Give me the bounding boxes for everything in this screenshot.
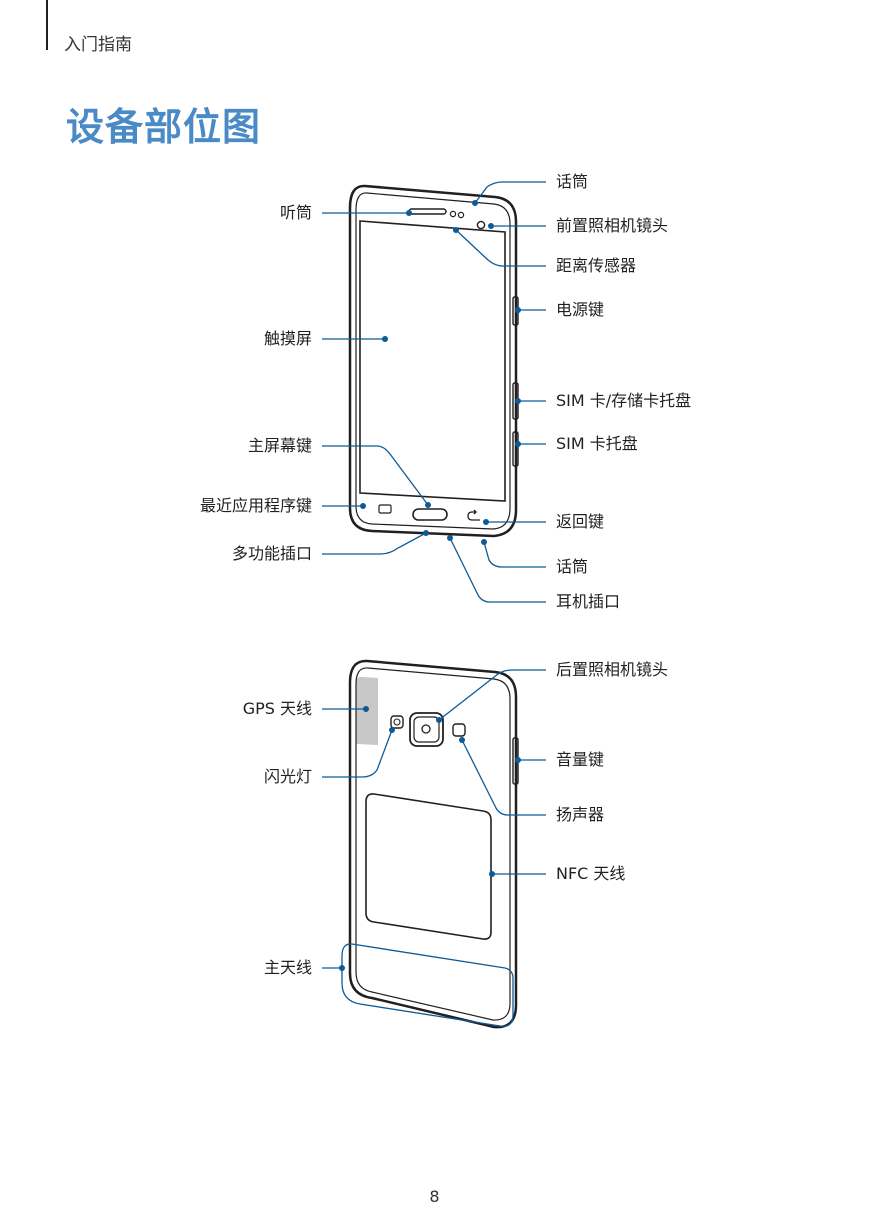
callout-proximity <box>455 229 546 267</box>
rear-camera-housing <box>409 712 444 747</box>
main-antenna-area <box>341 943 514 1027</box>
label-earpiece: 听筒 <box>279 203 312 222</box>
nfc-antenna-area <box>365 793 492 940</box>
recent-apps-key-shape <box>378 504 392 514</box>
dot-top-mic <box>472 200 478 206</box>
back-inner-outline <box>355 667 511 1021</box>
dot-multipurpose-jack <box>423 530 429 536</box>
callout-bottom-mic <box>483 541 546 568</box>
callout-speaker <box>461 739 546 816</box>
home-key-shape <box>412 508 448 521</box>
front-inner-outline <box>355 192 511 530</box>
label-volume-key: 音量键 <box>556 750 605 769</box>
callout-multipurpose-jack <box>322 532 427 555</box>
dot-proximity <box>453 227 459 233</box>
callout-home-key <box>322 445 429 506</box>
proximity-sensor-dot <box>449 210 457 218</box>
dot-bottom-mic <box>481 539 487 545</box>
rear-camera-housing-inner <box>413 716 440 743</box>
label-power-key: 电源键 <box>556 300 605 319</box>
label-touch-screen: 触摸屏 <box>263 329 312 348</box>
label-back-key: 返回键 <box>556 512 605 531</box>
dot-speaker <box>459 737 465 743</box>
section-label: 入门指南 <box>64 35 132 55</box>
dot-power-key <box>515 307 521 313</box>
page-number: 8 <box>429 1187 440 1206</box>
label-multipurpose-jack: 多功能插口 <box>231 544 312 563</box>
proximity-sensor-dot-2 <box>457 211 465 219</box>
rear-camera-lens <box>421 724 431 734</box>
dot-sim-memory <box>515 398 521 404</box>
label-headset-jack: 耳机插口 <box>556 592 621 611</box>
label-rear-camera: 后置照相机镜头 <box>556 660 669 679</box>
back-body-outline <box>348 659 518 1029</box>
callout-rear-camera <box>438 669 546 721</box>
label-front-camera: 前置照相机镜头 <box>556 216 669 235</box>
label-gps-antenna: GPS 天线 <box>242 699 312 718</box>
dot-sim-tray <box>515 441 521 447</box>
sim-tray-shape <box>512 431 519 467</box>
label-home-key: 主屏幕键 <box>247 436 312 455</box>
header-rule <box>46 0 48 50</box>
front-camera-lens <box>476 220 486 230</box>
dot-front-camera <box>488 223 494 229</box>
flash-shape-inner <box>393 718 401 726</box>
dot-main-antenna <box>339 965 345 971</box>
dot-home-key <box>425 502 431 508</box>
label-recent-apps-key: 最近应用程序键 <box>199 496 312 515</box>
dot-flash <box>389 727 395 733</box>
speaker-shape <box>452 723 466 737</box>
callout-headset-jack <box>449 537 546 603</box>
back-view <box>341 659 519 1029</box>
page-title: 设备部位图 <box>66 105 262 149</box>
dot-nfc <box>489 871 495 877</box>
dot-touch-screen <box>382 336 388 342</box>
label-sim-tray: SIM 卡托盘 <box>556 434 638 453</box>
callout-lines <box>322 181 546 969</box>
dot-volume-key <box>515 757 521 763</box>
label-bottom-mic: 话筒 <box>556 557 589 576</box>
dot-recent-apps <box>360 503 366 509</box>
dot-earpiece <box>406 210 412 216</box>
back-key-shape <box>467 509 480 521</box>
touch-screen-outline <box>359 220 506 502</box>
label-speaker: 扬声器 <box>556 805 605 824</box>
label-proximity-sensor: 距离传感器 <box>556 256 637 275</box>
dot-headset-jack <box>447 535 453 541</box>
callout-dots <box>339 200 521 971</box>
callout-top-mic <box>474 181 546 204</box>
label-main-antenna: 主天线 <box>263 958 312 977</box>
label-sim-memory-tray: SIM 卡/存储卡托盘 <box>556 391 692 410</box>
label-nfc-antenna: NFC 天线 <box>556 864 626 883</box>
dot-back-key <box>483 519 489 525</box>
dot-rear-camera <box>436 717 442 723</box>
dot-gps <box>363 706 369 712</box>
front-view <box>348 184 519 538</box>
earpiece-shape <box>408 208 447 215</box>
label-flash: 闪光灯 <box>263 767 312 786</box>
label-top-mic: 话筒 <box>556 172 589 191</box>
callout-flash <box>322 729 393 778</box>
front-body-outline <box>348 184 518 538</box>
flash-shape <box>390 715 404 729</box>
